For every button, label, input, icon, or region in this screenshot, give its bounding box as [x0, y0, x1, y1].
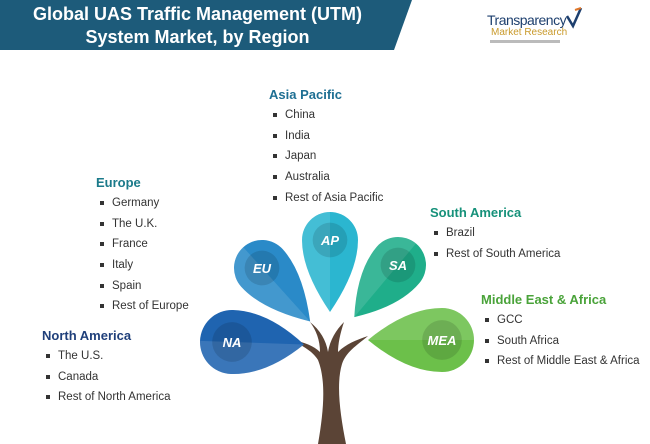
region-title: Europe [96, 175, 141, 190]
list-item: Brazil [434, 223, 560, 244]
leaf-highlight [368, 308, 474, 340]
list-item: France [100, 234, 189, 255]
list-item: India [273, 126, 383, 147]
leaf-shape [354, 237, 426, 318]
leaf-badge [422, 320, 462, 360]
leaf-highlight [200, 340, 304, 374]
leaf-label: MEA [428, 333, 457, 348]
list-item: Rest of Middle East & Africa [485, 351, 640, 372]
leaf-eu [234, 240, 311, 322]
list-item: Rest of South America [434, 244, 560, 265]
leaf-badge [212, 322, 252, 362]
list-item: Rest of Asia Pacific [273, 188, 383, 209]
leaf-label: AP [320, 233, 339, 248]
logo-tagline [490, 40, 560, 43]
list-item: Canada [46, 367, 170, 388]
leaf-highlight [234, 247, 311, 322]
list-item: China [273, 105, 383, 126]
leaf-label: SA [389, 258, 407, 273]
list-item: Germany [100, 193, 189, 214]
leaf-mea [368, 308, 474, 372]
region-title: Asia Pacific [269, 87, 342, 102]
title-line-1: Global UAS Traffic Management (UTM) [32, 4, 363, 24]
list-item: South Africa [485, 331, 640, 352]
leaf-ap [302, 212, 358, 312]
leaf-badge [312, 222, 348, 258]
leaf-badge [380, 247, 416, 283]
region-title: South America [430, 205, 522, 220]
leaf-shape [302, 212, 358, 312]
title-banner [0, 0, 412, 50]
leaf-label: EU [253, 261, 272, 276]
leaf-label: NA [223, 335, 242, 350]
leaf-shape [368, 308, 474, 372]
leaf-shape [234, 240, 311, 322]
logo-line-1: Transparency [487, 12, 567, 28]
checkmark-icon [565, 7, 583, 29]
leaf-badge [244, 250, 280, 286]
list-item: Rest of Europe [100, 296, 189, 317]
region-title: North America [42, 328, 132, 343]
list-item: Australia [273, 167, 383, 188]
leaf-na [200, 310, 304, 374]
logo-line-2: Market Research [491, 27, 568, 38]
leaf-highlight [302, 212, 330, 312]
region-title: Middle East & Africa [481, 292, 607, 307]
list-item: The U.S. [46, 346, 170, 367]
leaf-highlight [354, 237, 416, 318]
list-item: The U.K. [100, 214, 189, 235]
tree-trunk [292, 322, 368, 444]
leaf-sa [354, 237, 426, 318]
leaf-shape [200, 310, 304, 374]
list-item: Spain [100, 276, 189, 297]
list-item: Japan [273, 146, 383, 167]
list-item: Italy [100, 255, 189, 276]
list-item: GCC [485, 310, 640, 331]
list-item: Rest of North America [46, 387, 170, 408]
title-line-2: System Market, by Region [85, 27, 310, 47]
